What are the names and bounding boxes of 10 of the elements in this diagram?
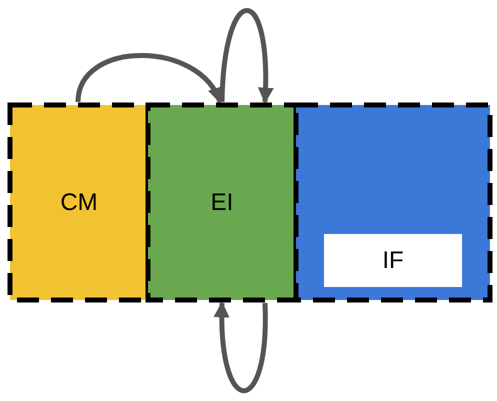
node-label: CM	[60, 188, 98, 216]
process-box	[10, 105, 148, 300]
node-label: IF	[382, 246, 404, 274]
arrow	[220, 8, 274, 104]
process-box	[148, 105, 296, 300]
arrow	[214, 301, 268, 393]
node-label: EI	[210, 188, 234, 216]
process-box	[324, 234, 462, 287]
arrow	[76, 53, 222, 104]
panel	[296, 105, 490, 300]
